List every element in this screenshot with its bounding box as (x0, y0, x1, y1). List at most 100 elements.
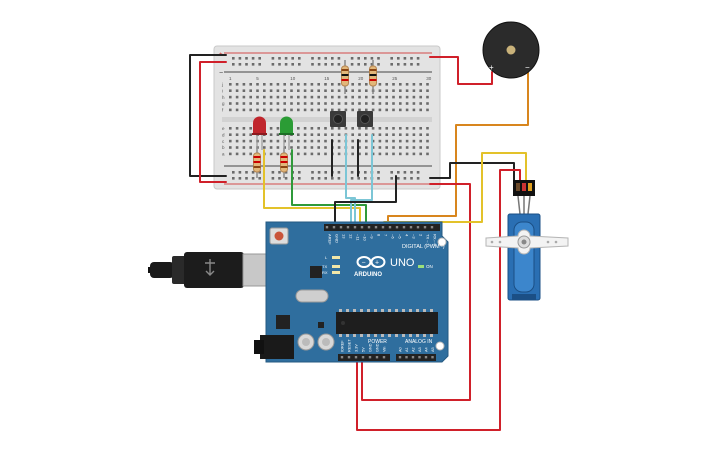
wires (189, 54, 529, 431)
analog-pin[interactable] (431, 356, 434, 359)
led-green[interactable] (279, 116, 294, 150)
wire-green-green-led[interactable] (291, 149, 367, 229)
digital-pin[interactable] (339, 226, 343, 229)
column-number: 25 (392, 76, 398, 81)
wire-red-servo-power[interactable] (356, 169, 521, 431)
bb-hole (385, 139, 388, 143)
analog-pin-label: A3 (418, 347, 422, 352)
digital-pin[interactable] (360, 226, 364, 229)
digital-pin[interactable] (409, 226, 413, 229)
bb-hole (303, 102, 307, 105)
bb-hole (256, 108, 259, 112)
digital-pin-label: ~6 (391, 234, 396, 239)
analog-pin[interactable] (424, 356, 428, 359)
bb-hole (242, 146, 246, 149)
bb-hole (385, 108, 388, 112)
power-pin[interactable] (354, 356, 358, 359)
bb-hole (412, 95, 416, 99)
bb-hole (269, 102, 273, 105)
bb-hole (337, 127, 341, 130)
bb-hole (337, 139, 341, 143)
bb-hole (426, 133, 429, 136)
bb-hole (412, 108, 416, 112)
bb-hole (399, 133, 402, 136)
digital-pin[interactable] (416, 226, 420, 229)
digital-pin[interactable] (325, 226, 329, 229)
pushbutton-1[interactable] (330, 111, 346, 127)
power-pin[interactable] (340, 356, 344, 359)
digital-pin[interactable] (332, 226, 336, 229)
bb-hole (229, 89, 232, 92)
digital-pin-label: ~9 (370, 234, 375, 239)
bb-hole (283, 102, 286, 105)
resistor-led-red[interactable] (253, 148, 261, 178)
analog-pin[interactable] (418, 356, 421, 359)
wire-red-left-rail[interactable] (199, 61, 227, 183)
bb-hole (399, 152, 402, 156)
bb-hole (344, 95, 348, 99)
resistor-top-1[interactable] (341, 60, 349, 94)
power-pin[interactable] (368, 356, 372, 359)
digital-pin[interactable] (402, 226, 406, 229)
bb-hole (258, 171, 261, 174)
center-channel (222, 117, 432, 122)
resistor-top-2[interactable] (369, 60, 377, 94)
bb-hole (351, 152, 354, 156)
bb-hole (290, 102, 293, 105)
bb-hole (365, 89, 368, 92)
digital-pin[interactable] (423, 226, 427, 229)
led-red[interactable] (252, 116, 267, 150)
row-letter: h (222, 95, 225, 100)
bb-hole (392, 133, 395, 136)
bb-hole (283, 139, 286, 143)
analog-pin[interactable] (405, 356, 408, 359)
bb-hole (232, 57, 235, 60)
bb-hole (310, 127, 314, 130)
bb-hole (412, 89, 416, 92)
bb-hole (410, 177, 413, 180)
bb-hole (317, 63, 321, 66)
bb-hole (385, 152, 388, 156)
bb-hole (229, 152, 232, 156)
wire-cyan-button-2[interactable] (350, 134, 373, 229)
digital-pin[interactable] (367, 226, 371, 229)
wire-cyan-button-1[interactable] (345, 134, 356, 229)
analog-pin[interactable] (411, 356, 415, 359)
analog-pin[interactable] (398, 356, 402, 359)
wire-black-servo[interactable] (429, 162, 515, 181)
wire-black-left-rail[interactable] (189, 54, 227, 177)
bb-hole (344, 127, 348, 130)
resistor-led-green[interactable] (280, 148, 288, 178)
bb-hole (276, 102, 280, 105)
servo-motor[interactable] (485, 180, 569, 301)
power-pin[interactable] (382, 356, 386, 359)
top-rail-holes-1 (232, 57, 420, 60)
bb-hole (331, 95, 334, 99)
bb-hole (276, 83, 280, 86)
digital-pin[interactable] (395, 226, 399, 229)
wire-red-5v[interactable] (361, 183, 471, 401)
digital-pin[interactable] (353, 226, 357, 229)
power-pin[interactable] (347, 356, 351, 359)
bb-hole (290, 95, 293, 99)
bb-hole (311, 177, 314, 180)
digital-pin[interactable] (346, 226, 350, 229)
regulator (276, 315, 290, 329)
digital-pin[interactable] (381, 226, 385, 229)
bb-hole (337, 83, 341, 86)
bb-hole (337, 146, 341, 149)
bb-hole (412, 133, 416, 136)
power-pin[interactable] (361, 356, 365, 359)
wire-orange-buzzer[interactable] (387, 71, 529, 229)
pushbutton-2[interactable] (357, 111, 373, 127)
piezo-buzzer[interactable]: + − (482, 21, 540, 79)
wire-black-gnd[interactable] (334, 175, 397, 229)
power-pin[interactable] (375, 356, 379, 359)
wire-red-buzzer[interactable] (429, 56, 493, 85)
bb-hole (385, 95, 388, 99)
digital-pin[interactable] (374, 226, 378, 229)
digital-pin[interactable] (388, 226, 392, 229)
wire-yellow-red-led[interactable] (263, 149, 361, 229)
digital-pin[interactable] (430, 226, 434, 229)
